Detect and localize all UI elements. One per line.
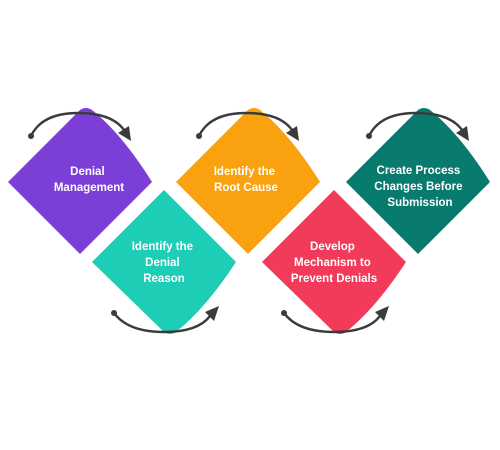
step-shape-identify-root-cause (176, 108, 320, 254)
step-label-denial-management: Denial Management (54, 166, 124, 194)
step-identify-root-cause: Identify the Root Cause (176, 108, 320, 254)
step-develop-mechanism: Develop Mechanism to Prevent Denials (262, 190, 406, 334)
step-label-create-process-changes: Create Process Changes Before Submission (374, 165, 465, 209)
step-shape-create-process-changes (346, 108, 490, 254)
step-create-process-changes: Create Process Changes Before Submission (346, 108, 490, 254)
step-shape-develop-mechanism (262, 190, 406, 334)
arrow-over-denial-management (28, 111, 131, 141)
step-label-identify-root-cause: Identify the Root Cause (214, 166, 279, 194)
step-shape-identify-denial-reason (92, 190, 236, 334)
arrow-over-identify-root-cause (196, 111, 299, 141)
arrow-over-create-process-changes (366, 111, 469, 141)
arrow-under-identify-denial-reason (111, 306, 219, 334)
step-label-identify-denial-reason: Identify the Denial Reason (132, 241, 197, 285)
step-label-develop-mechanism: Develop Mechanism to Prevent Denials (291, 241, 377, 285)
step-identify-denial-reason: Identify the Denial Reason (92, 190, 236, 334)
step-denial-management: Denial Management (8, 108, 152, 254)
step-shape-denial-management (8, 108, 152, 254)
arrow-under-develop-mechanism (281, 306, 389, 334)
